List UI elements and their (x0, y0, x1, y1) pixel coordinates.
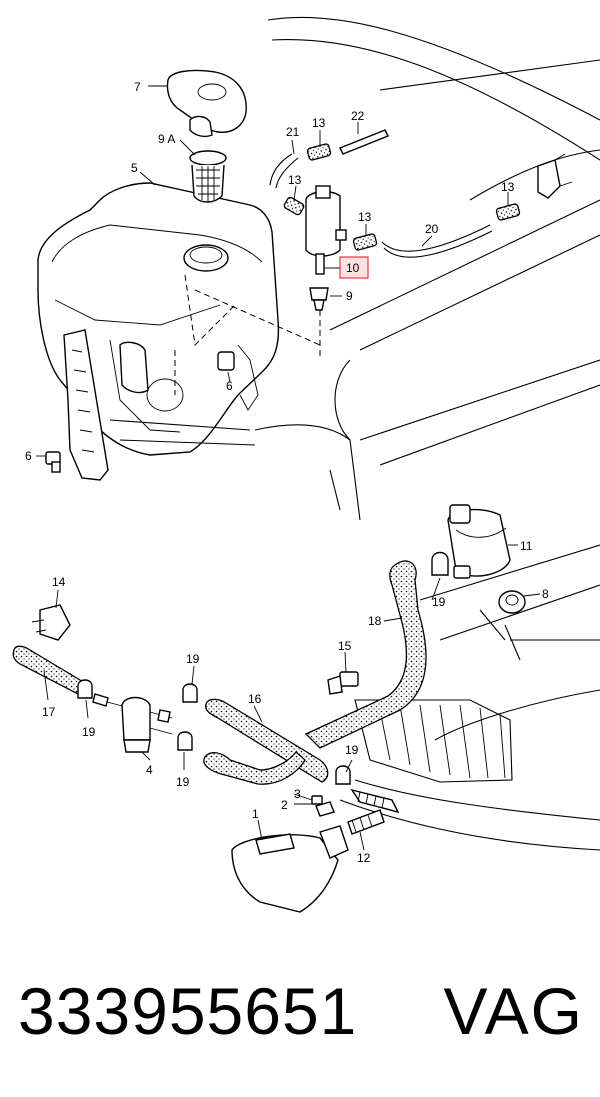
callout-19-upper: 19 (432, 595, 446, 609)
callout-22: 22 (351, 109, 365, 123)
callout-19-right: 19 (345, 743, 359, 757)
callout-6-left: 6 (25, 449, 32, 463)
callout-13a: 13 (312, 116, 326, 130)
callout-2: 2 (281, 798, 288, 812)
connector-13-mid (352, 233, 378, 251)
callout-13d: 13 (501, 180, 515, 194)
callout-9: 9 (346, 289, 353, 303)
washer-reservoir (37, 182, 321, 456)
part-number: 333955651 (18, 974, 358, 1048)
headlight-washer-nozzle-1 (231, 825, 349, 913)
callout-1: 1 (252, 807, 259, 821)
callout-19-center: 19 (186, 652, 200, 666)
hose-20 (381, 224, 493, 258)
hose-22 (339, 129, 389, 155)
hose-18 (304, 560, 427, 749)
footer: 333955651 VAG (0, 968, 600, 1068)
callout-19-left: 19 (82, 725, 96, 739)
valve-4 (92, 693, 173, 753)
callout-13b: 13 (288, 173, 302, 187)
callout-12: 12 (357, 851, 371, 865)
callout-10: 10 (346, 261, 360, 275)
leader-lines (36, 85, 541, 851)
bolt-6-left (45, 451, 61, 473)
callout-17: 17 (42, 705, 56, 719)
callout-11: 11 (520, 539, 533, 553)
hose-21 (269, 153, 299, 189)
connector-13-right (495, 203, 521, 221)
washer-pump-10 (305, 185, 347, 275)
grommet-9 (309, 287, 329, 311)
callout-19-lower: 19 (176, 775, 190, 789)
rear-nozzle (537, 153, 573, 199)
highlight-box-10 (339, 256, 369, 279)
connector-13-top (306, 143, 332, 161)
clip-14 (31, 604, 71, 641)
clip-15 (327, 671, 359, 695)
reservoir-bracket (63, 329, 256, 481)
car-body-outline (254, 16, 600, 851)
callout-7: 7 (134, 80, 141, 94)
strainer-9a (189, 150, 227, 203)
callout-13c: 13 (358, 210, 372, 224)
grommet-8 (498, 590, 526, 614)
callout-14: 14 (52, 575, 66, 589)
callout-3: 3 (294, 787, 301, 801)
reservoir-cap (166, 69, 247, 138)
callout-5: 5 (131, 161, 138, 175)
clip-19-left (77, 679, 93, 699)
callout-20: 20 (425, 222, 439, 236)
clip-19-center (182, 683, 198, 703)
nut-2-washer-3 (311, 795, 335, 817)
nozzle-connector-12 (347, 788, 400, 835)
callout-9a: 9 A (158, 132, 175, 146)
callout-6-right: 6 (226, 379, 233, 393)
callout-8: 8 (542, 587, 549, 601)
connector-13-left (283, 196, 305, 216)
brand-name: VAG (443, 974, 584, 1048)
callout-18: 18 (368, 614, 382, 628)
callout-15: 15 (338, 639, 352, 653)
washer-system-parts-diagram: 7 9 A 5 21 13 22 13 13 20 13 10 9 6 6 11… (12, 16, 600, 913)
callout-labels: 7 9 A 5 21 13 22 13 13 20 13 10 9 6 6 11… (25, 80, 549, 865)
clip-19-upper (431, 551, 471, 579)
callout-21: 21 (286, 125, 300, 139)
callout-16: 16 (248, 692, 262, 706)
clip-19-lower (177, 731, 193, 751)
callout-4: 4 (146, 763, 153, 777)
hose-16 (203, 698, 329, 785)
hose-17 (12, 645, 85, 695)
